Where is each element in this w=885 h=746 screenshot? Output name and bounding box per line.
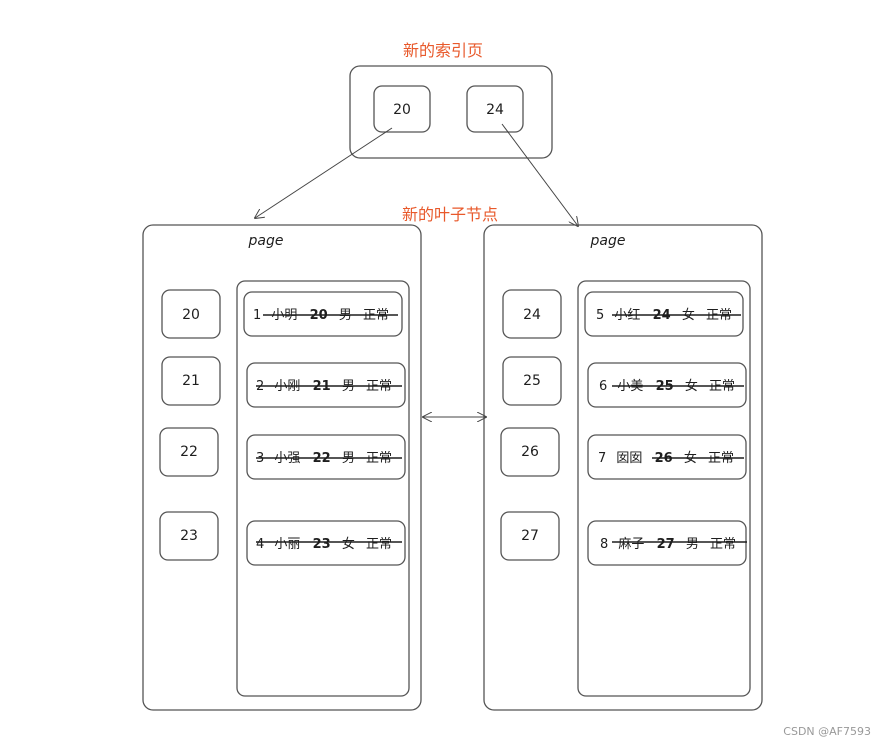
key-label: 23 xyxy=(180,528,198,544)
index-key-label: 24 xyxy=(486,102,504,118)
record-id: 1 xyxy=(253,308,261,323)
key-cell: 26 xyxy=(500,427,560,477)
record-area xyxy=(236,280,410,697)
record-row: 3 小强 22 男 正常 xyxy=(246,434,406,480)
record-id: 6 xyxy=(599,379,607,394)
index-page-title: 新的索引页 xyxy=(403,41,483,60)
leaf-page-left: page 20 21 22 23 1 小明 20 男 正常 xyxy=(142,224,422,711)
page-label: page xyxy=(248,233,284,249)
key-label: 26 xyxy=(521,444,539,460)
record-row: 5 小红 24 女 正常 xyxy=(584,291,744,337)
key-cell: 20 xyxy=(161,289,221,339)
key-cell: 23 xyxy=(159,511,219,561)
pointer-arrow-right xyxy=(501,123,578,226)
key-label: 21 xyxy=(182,373,200,389)
key-label: 24 xyxy=(523,307,541,323)
record-status: 正常 xyxy=(710,537,736,552)
record-age: 27 xyxy=(657,537,675,552)
record-status: 正常 xyxy=(366,537,392,552)
key-label: 27 xyxy=(521,528,539,544)
record-row: 2 小刚 21 男 正常 xyxy=(246,362,406,408)
record-name: 囡囡 xyxy=(616,451,642,466)
key-cell: 21 xyxy=(161,356,221,406)
record-gender: 女 xyxy=(342,536,355,552)
index-key: 24 xyxy=(466,85,524,133)
svg-text:8 麻子 27: 8 麻子 27 男 正常 xyxy=(600,537,736,552)
leaf-node-title: 新的叶子节点 xyxy=(402,205,498,224)
record-gender: 男 xyxy=(686,537,699,552)
record-row: 4 小丽 23 女 正常 xyxy=(246,520,406,566)
record-id: 4 xyxy=(256,537,264,552)
index-page: 20 24 xyxy=(349,65,553,159)
record-row: 8 麻子 27 男 正常 xyxy=(587,520,747,566)
key-cell: 22 xyxy=(159,427,219,477)
pointer-arrow-left xyxy=(255,127,393,218)
record-id: 8 xyxy=(600,537,608,552)
record-name: 麻子 xyxy=(618,537,644,552)
record-id: 7 xyxy=(598,451,606,466)
record-area xyxy=(577,280,751,697)
key-cell: 24 xyxy=(502,289,562,339)
index-key: 20 xyxy=(373,85,431,133)
record-name: 小丽 xyxy=(274,537,300,552)
key-label: 20 xyxy=(182,307,200,323)
key-cell: 27 xyxy=(500,511,560,561)
record-id: 5 xyxy=(596,308,604,323)
watermark: CSDN @AF7593 xyxy=(783,725,871,738)
key-label: 22 xyxy=(180,444,198,460)
record-row: 6 小美 25 女 正常 xyxy=(587,362,747,408)
record-row: 1 小明 20 男 正常 xyxy=(243,291,403,337)
index-key-label: 20 xyxy=(393,102,411,118)
leaf-page-right: page 24 25 26 27 5 小红 24 女 正常 xyxy=(483,224,763,711)
record-row: 7 囡囡 26 女 正常 xyxy=(587,434,747,480)
page-label: page xyxy=(590,233,626,249)
svg-text:4 小丽 23: 4 小丽 23 女 正常 xyxy=(256,536,392,552)
key-label: 25 xyxy=(523,373,541,389)
key-cell: 25 xyxy=(502,356,562,406)
record-age: 23 xyxy=(313,537,331,552)
